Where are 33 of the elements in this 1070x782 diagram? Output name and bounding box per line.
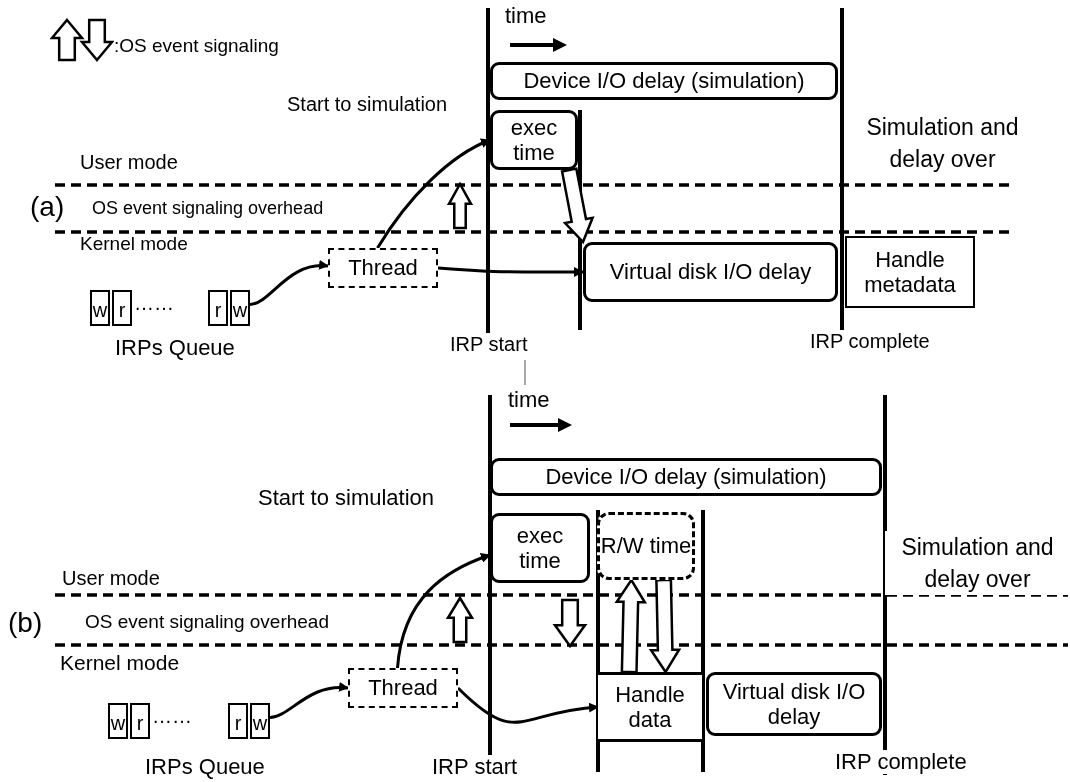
delay-box: Virtual disk I/O delay — [583, 242, 838, 302]
queue-item-box: r — [130, 703, 150, 739]
arrow — [249, 260, 329, 306]
time-box: R/W time — [597, 512, 695, 580]
queue-item-box: r — [228, 703, 248, 739]
queue-item-box: w — [108, 703, 128, 739]
annotation-text: OS event signaling overhead — [92, 199, 324, 219]
annotation-text: Simulation and delay over — [885, 531, 1070, 596]
arrow — [396, 553, 491, 669]
queue-item-box: w — [90, 290, 110, 326]
block-arrow — [560, 167, 595, 245]
annotation-text: OS event signaling overhead — [85, 612, 329, 633]
arrow — [456, 686, 599, 724]
legend-text: :OS event signaling — [114, 36, 279, 57]
process-box: Handle data — [598, 672, 702, 742]
thread-box: Thread — [348, 668, 458, 708]
queue-item-box: r — [112, 290, 132, 326]
time-box: exec time — [490, 513, 590, 583]
queue-item-box: w — [230, 290, 250, 326]
axis-label: IRP complete — [810, 330, 930, 352]
arrow — [437, 266, 584, 277]
thread-box: Thread — [328, 248, 438, 288]
delay-bar: Device I/O delay (simulation) — [490, 458, 882, 496]
block-arrow — [614, 577, 648, 674]
arrow — [269, 682, 349, 719]
process-box: Handle metadata — [845, 236, 975, 308]
block-arrow — [648, 578, 682, 675]
queue-item-box: w — [250, 703, 270, 739]
queue-item-box: r — [208, 290, 228, 326]
delay-box: Virtual disk I/O delay — [706, 672, 882, 736]
delay-bar: Device I/O delay (simulation) — [490, 62, 838, 100]
axis-label: IRP complete — [835, 750, 967, 775]
time-box: exec time — [490, 110, 578, 170]
